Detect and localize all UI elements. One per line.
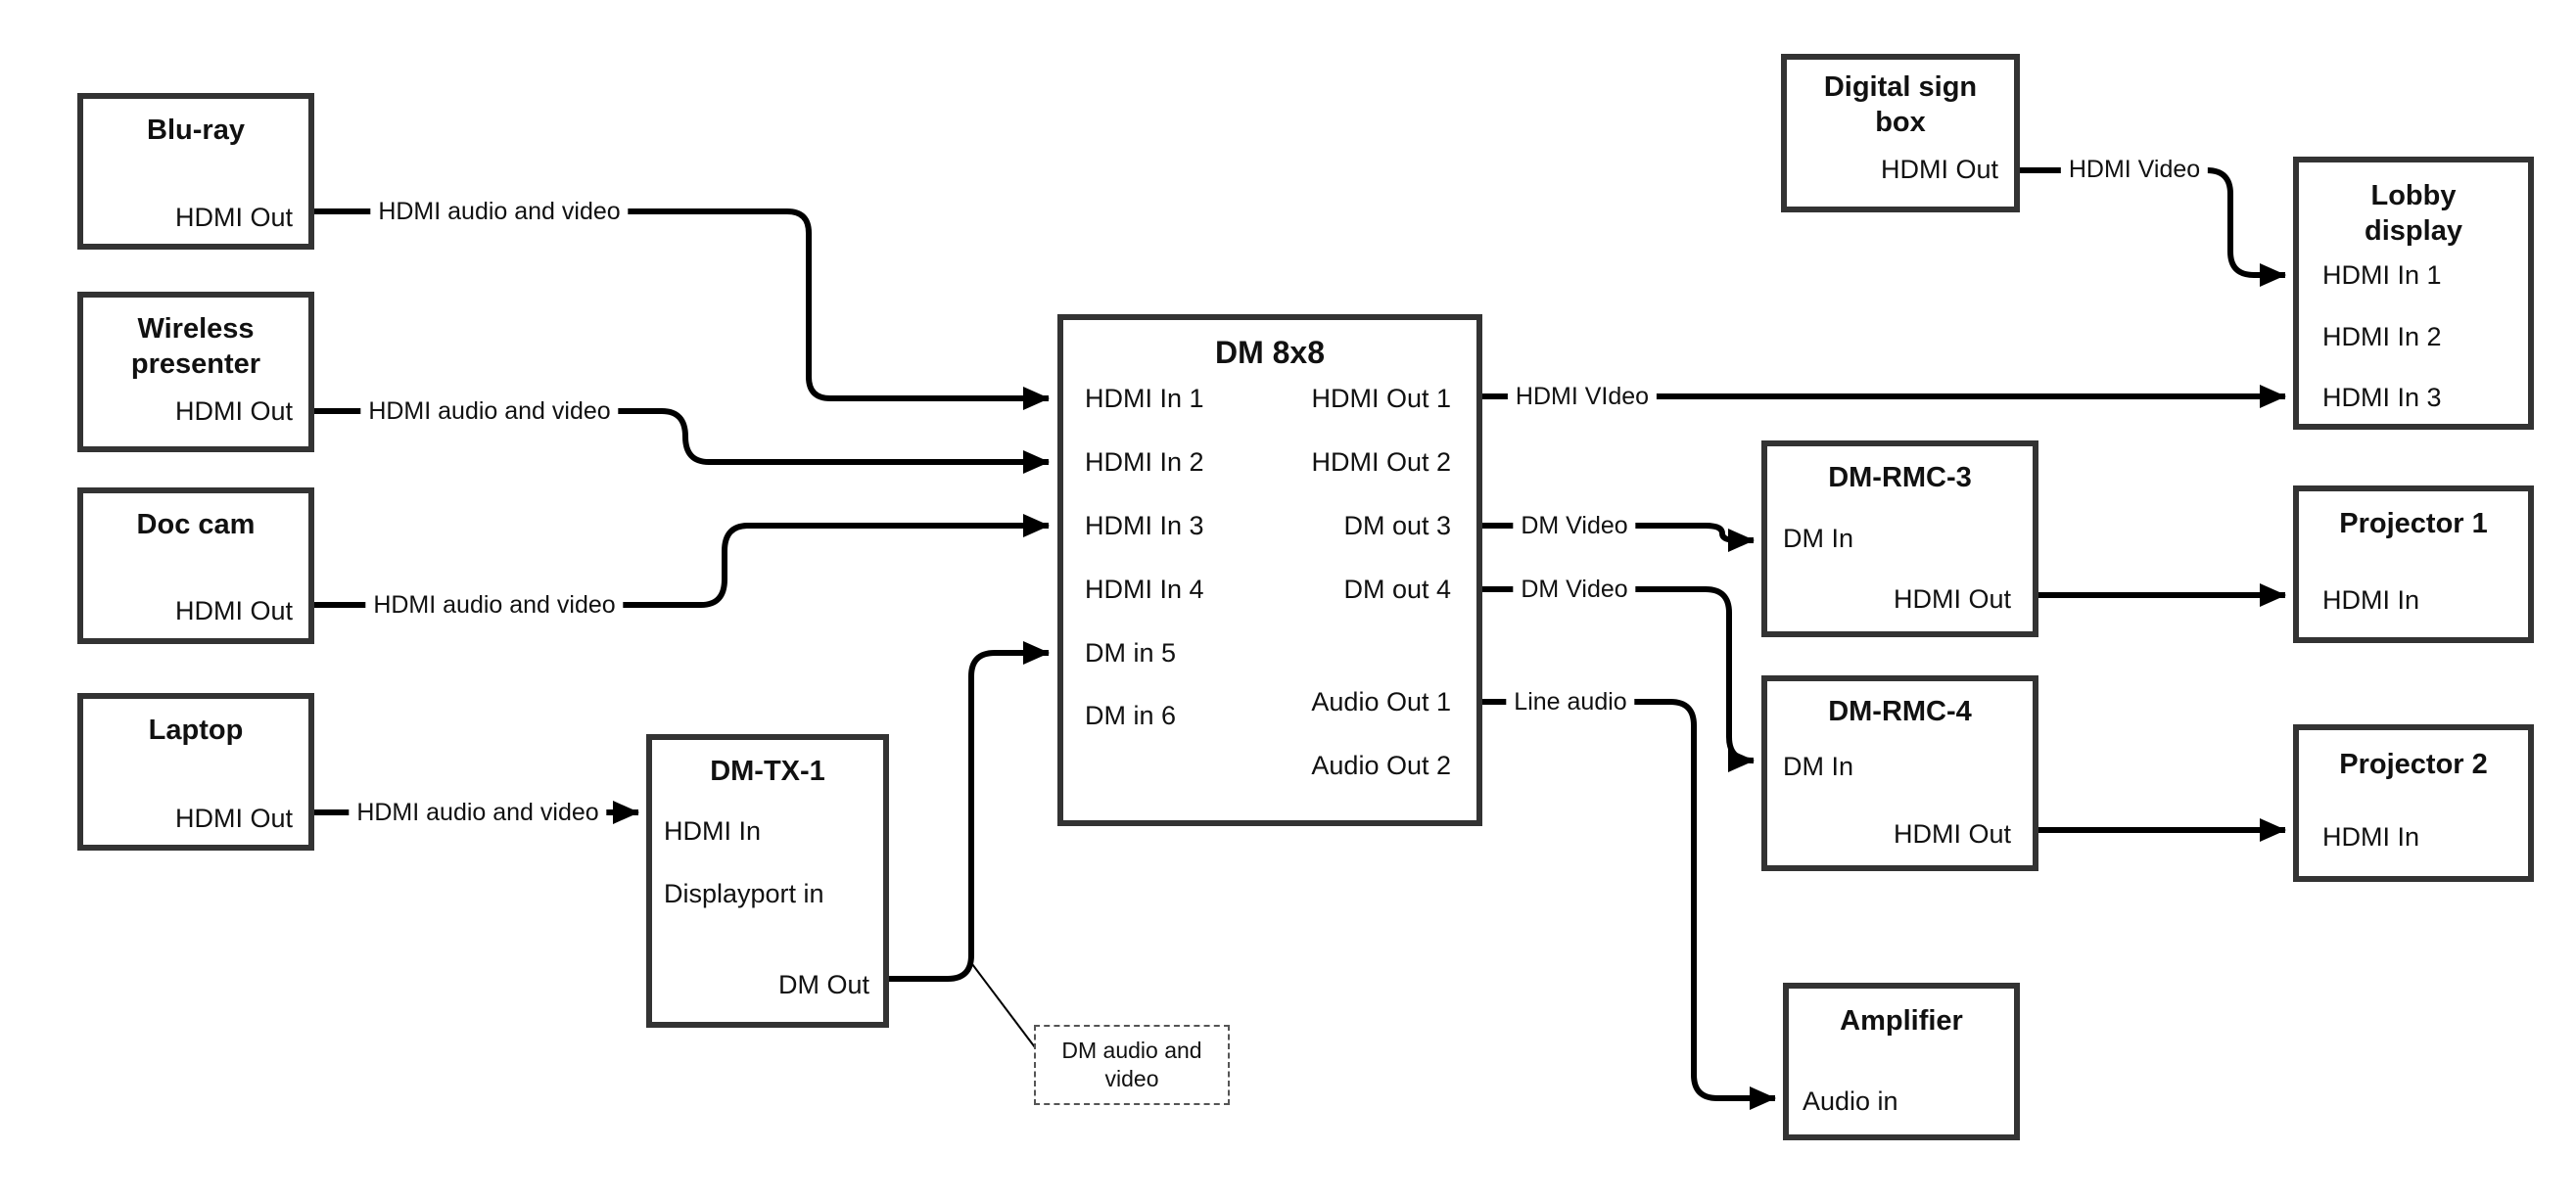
port-dm-out-4: DM out 4 [1343, 575, 1451, 604]
node-dm-8x8[interactable]: DM 8x8 HDMI In 1 HDMI In 2 HDMI In 3 HDM… [1057, 314, 1482, 826]
port-dm-in: DM In [1783, 524, 1854, 553]
edge-label-doccam: HDMI audio and video [365, 589, 624, 621]
edge-digital-sign-to-lobby-in1 [2020, 167, 2286, 287]
node-amplifier[interactable]: Amplifier Audio in [1783, 983, 2020, 1140]
note-callout-line [971, 963, 1036, 1048]
edge-label-hdmi-video-out1: HDMI VIdeo [1507, 381, 1658, 412]
port-dm-out-3: DM out 3 [1343, 511, 1451, 540]
node-dm-rmc-4[interactable]: DM-RMC-4 DM In HDMI Out [1761, 675, 2038, 871]
port-hdmi-out: HDMI Out [1893, 819, 2011, 849]
node-title-line2: presenter [130, 348, 261, 380]
node-dm-tx-1[interactable]: DM-TX-1 HDMI In Displayport in DM Out [646, 734, 889, 1028]
port-hdmi-out: HDMI Out [174, 596, 293, 625]
port-hdmi-in: HDMI In [2322, 585, 2420, 615]
node-digital-sign-box[interactable]: Digital sign box HDMI Out [1781, 54, 2020, 212]
port-hdmi-in: HDMI In [2322, 822, 2420, 852]
node-doc-cam[interactable]: Doc cam HDMI Out [77, 487, 314, 644]
edge-dm-out4-to-rmc4 [1482, 586, 1755, 772]
port-hdmi-out: HDMI Out [1880, 155, 1998, 184]
edge-dmtx1-to-dm-in5 [889, 641, 1050, 982]
port-audio-out-2: Audio Out 2 [1311, 751, 1451, 780]
port-dm-in-6: DM in 6 [1085, 701, 1177, 730]
edge-label-wireless: HDMI audio and video [360, 395, 619, 427]
port-hdmi-out: HDMI Out [174, 396, 293, 426]
node-title: DM-RMC-3 [1828, 462, 1972, 493]
node-title: Laptop [148, 715, 244, 746]
edge-label-bluray: HDMI audio and video [370, 196, 629, 227]
port-audio-in: Audio in [1803, 1086, 1898, 1116]
port-audio-out-1: Audio Out 1 [1311, 687, 1451, 716]
port-hdmi-in: HDMI In [664, 816, 762, 846]
node-title: Projector 1 [2339, 508, 2488, 539]
port-hdmi-in-1: HDMI In 1 [2322, 260, 2442, 290]
node-title-line2: display [2365, 215, 2462, 247]
port-hdmi-out-1: HDMI Out 1 [1311, 384, 1451, 413]
node-title: Projector 2 [2339, 749, 2488, 780]
edge-bluray-to-hdmi-in1 [314, 208, 1050, 410]
edge-wireless-to-hdmi-in2 [314, 408, 1050, 474]
node-wireless-presenter[interactable]: Wireless presenter HDMI Out [77, 292, 314, 452]
note-dm-audio-and-video: DM audio and video [1034, 1025, 1230, 1105]
edge-label-dm-video-out4: DM Video [1513, 574, 1636, 605]
node-projector-1[interactable]: Projector 1 HDMI In [2293, 485, 2534, 643]
note-line1: DM audio and [1061, 1038, 1202, 1063]
edge-audio-out1-to-amplifier [1482, 699, 1776, 1110]
port-hdmi-out: HDMI Out [174, 804, 293, 833]
port-hdmi-in-1: HDMI In 1 [1085, 384, 1204, 413]
node-laptop[interactable]: Laptop HDMI Out [77, 693, 314, 851]
port-hdmi-in-4: HDMI In 4 [1085, 575, 1204, 604]
edge-label-line-audio: Line audio [1506, 686, 1635, 717]
port-dm-in: DM In [1783, 752, 1854, 781]
edge-label-dm-video-out3: DM Video [1513, 510, 1636, 541]
edge-dm-out3-to-rmc3 [1482, 523, 1755, 552]
note-line2: video [1104, 1066, 1159, 1091]
node-title-line2: box [1875, 107, 1926, 138]
port-dm-in-5: DM in 5 [1085, 638, 1177, 668]
node-title: Digital sign [1823, 71, 1978, 103]
node-title: Blu-ray [147, 115, 245, 146]
edge-label-laptop: HDMI audio and video [349, 797, 607, 828]
node-projector-2[interactable]: Projector 2 HDMI In [2293, 724, 2534, 882]
port-displayport-in: Displayport in [664, 879, 824, 908]
port-hdmi-out: HDMI Out [174, 203, 293, 232]
edge-label-hdmi-video-digsign: HDMI Video [2060, 154, 2209, 185]
node-title: DM-TX-1 [710, 756, 825, 787]
port-dm-out: DM Out [777, 970, 869, 999]
node-dm-rmc-3[interactable]: DM-RMC-3 DM In HDMI Out [1761, 440, 2038, 637]
port-hdmi-in-2: HDMI In 2 [2322, 322, 2442, 351]
node-title: Wireless [137, 313, 255, 345]
node-title: DM-RMC-4 [1828, 696, 1972, 727]
node-title: Doc cam [136, 509, 256, 540]
port-hdmi-in-2: HDMI In 2 [1085, 447, 1204, 477]
node-bluray[interactable]: Blu-ray HDMI Out [77, 93, 314, 250]
port-hdmi-out-2: HDMI Out 2 [1311, 447, 1451, 477]
node-lobby-display[interactable]: Lobby display HDMI In 1 HDMI In 2 HDMI I… [2293, 157, 2534, 430]
port-hdmi-in-3: HDMI In 3 [1085, 511, 1204, 540]
edge-doccam-to-hdmi-in3 [314, 514, 1050, 608]
node-title: DM 8x8 [1214, 335, 1326, 370]
node-title: Amplifier [1840, 1005, 1963, 1037]
node-title: Lobby [2370, 180, 2457, 211]
port-hdmi-in-3: HDMI In 3 [2322, 383, 2442, 412]
port-hdmi-out: HDMI Out [1893, 584, 2011, 614]
